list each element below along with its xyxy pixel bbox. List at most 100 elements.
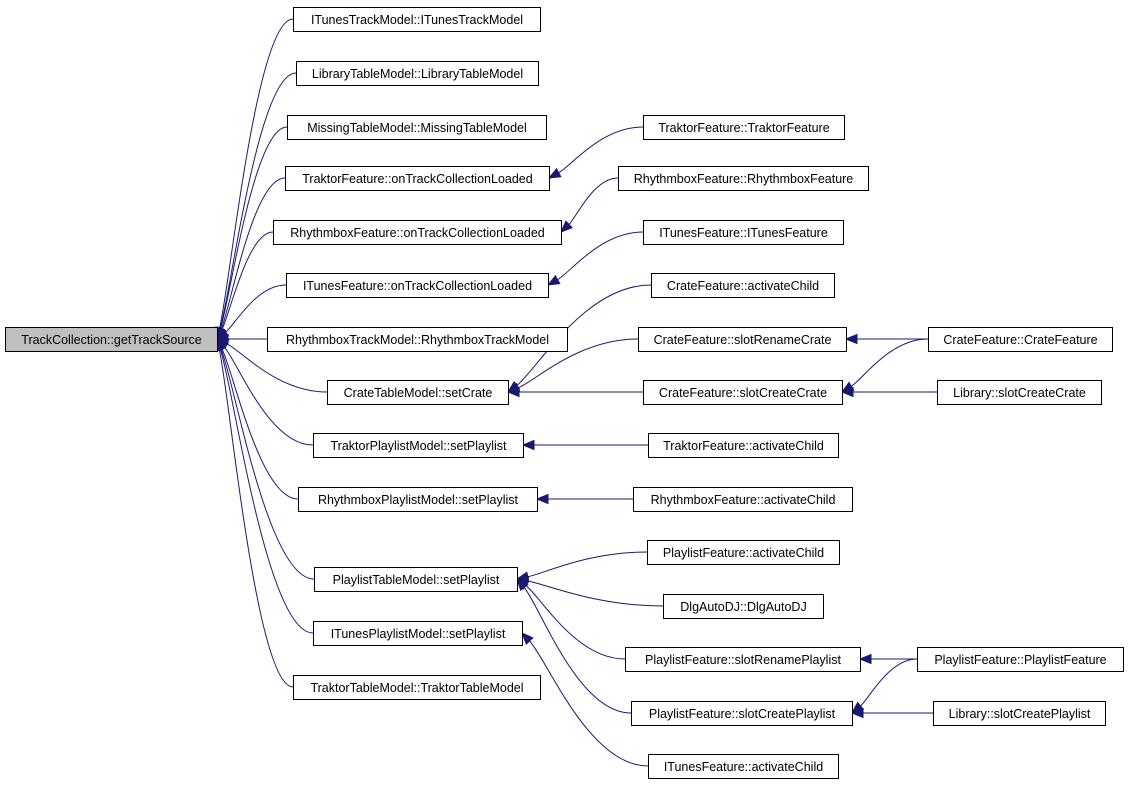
node-traktortablemodel-traktortablemodel[interactable]: TraktorTableModel::TraktorTableModel [293, 675, 541, 700]
node-label: PlaylistFeature::PlaylistFeature [934, 653, 1106, 667]
node-box [287, 115, 547, 140]
node-label: ITunesPlaylistModel::setPlaylist [331, 627, 506, 641]
edge-line [851, 338, 929, 387]
arrowhead [840, 386, 854, 398]
node-rhythmboxfeature-ontrackcollectionloaded[interactable]: RhythmboxFeature::onTrackCollectionLoade… [273, 220, 562, 245]
edge-playlistfeature-slotrenameplaylist-to-playlisttablemodel-setplaylist [515, 578, 626, 660]
edge-line [219, 18, 294, 329]
node-label: RhythmboxFeature::onTrackCollectionLoade… [290, 226, 545, 240]
node-playlistfeature-playlistfeature[interactable]: PlaylistFeature::PlaylistFeature [917, 647, 1124, 672]
edge-traktorfeature-traktorfeature-to-traktorfeature-ontrackcollectionloaded [547, 126, 644, 179]
node-label: MissingTableModel::MissingTableModel [307, 121, 527, 135]
node-dlgautodj-dlgautodj[interactable]: DlgAutoDJ::DlgAutoDJ [663, 594, 824, 619]
node-box [285, 166, 550, 191]
node-cratefeature-activatechild[interactable]: CrateFeature::activateChild [651, 273, 835, 298]
node-rhythmboxtrackmodel-rhythmboxtrackmodel[interactable]: RhythmboxTrackModel::RhythmboxTrackModel [267, 327, 568, 352]
edge-rhythmboxplaylistmodel-setplaylist-to-trackcollection-gettracksource [216, 337, 299, 500]
node-label: Library::slotCreatePlaylist [949, 707, 1091, 721]
node-box [298, 487, 538, 512]
node-box [625, 647, 861, 672]
edge-dlgautodj-dlgautodj-to-playlisttablemodel-setplaylist [515, 575, 664, 607]
edge-line [529, 640, 649, 767]
arrowhead [844, 333, 858, 345]
node-library-slotcreateplaylist[interactable]: Library::slotCreatePlaylist [933, 701, 1106, 726]
node-box [917, 647, 1124, 672]
arrowhead [516, 577, 529, 592]
node-playlistfeature-slotcreateplaylist[interactable]: PlaylistFeature::slotCreatePlaylist [631, 701, 853, 726]
node-traktorfeature-activatechild[interactable]: TraktorFeature::activateChild [648, 433, 839, 458]
node-itunesplaylistmodel-setplaylist[interactable]: ITunesPlaylistModel::setPlaylist [313, 621, 523, 646]
node-label: RhythmboxFeature::RhythmboxFeature [634, 172, 854, 186]
node-library-slotcreatecrate[interactable]: Library::slotCreateCrate [937, 380, 1102, 405]
node-cratefeature-cratefeature[interactable]: CrateFeature::CrateFeature [928, 327, 1113, 352]
arrowhead [535, 493, 549, 505]
node-box [933, 701, 1106, 726]
nodes-layer: TrackCollection::getTrackSource ITunesTra… [5, 7, 1124, 779]
node-box [643, 380, 843, 405]
node-box [5, 327, 218, 352]
edge-line [557, 231, 644, 281]
edge-line [219, 126, 288, 329]
node-cratetablemodel-setcrate[interactable]: CrateTableModel::setCrate [327, 380, 509, 405]
edge-cratefeature-cratefeature-to-cratefeature-slotrenamecrate [844, 333, 928, 345]
node-box [928, 327, 1113, 352]
edge-line [221, 231, 274, 330]
node-rhythmboxfeature-activatechild[interactable]: RhythmboxFeature::activateChild [633, 487, 853, 512]
node-playlistfeature-slotrenameplaylist[interactable]: PlaylistFeature::slotRenamePlaylist [625, 647, 861, 672]
edge-library-slotcreatecrate-to-cratefeature-slotcreatecrate [840, 386, 937, 398]
edge-line [220, 349, 315, 580]
node-cratefeature-slotcreatecrate[interactable]: CrateFeature::slotCreateCrate [643, 380, 843, 405]
node-box [643, 115, 845, 140]
node-box [313, 621, 523, 646]
node-traktorfeature-traktorfeature[interactable]: TraktorFeature::TraktorFeature [643, 115, 845, 140]
edge-playlistfeature-slotcreateplaylist-to-playlisttablemodel-setplaylist [516, 577, 632, 714]
arrowhead [560, 220, 573, 233]
node-traktorplaylistmodel-setplaylist[interactable]: TraktorPlaylistModel::setPlaylist [313, 433, 524, 458]
node-box [286, 273, 549, 298]
node-box [633, 487, 853, 512]
edge-rhythmboxfeature-activatechild-to-rhythmboxplaylistmodel-setplaylist [535, 493, 633, 505]
node-box [327, 380, 509, 405]
node-trackcollection-gettracksource[interactable]: TrackCollection::getTrackSource [5, 327, 218, 352]
node-rhythmboxplaylistmodel-setplaylist[interactable]: RhythmboxPlaylistModel::setPlaylist [298, 487, 538, 512]
node-missingtablemodel-missingtablemodel[interactable]: MissingTableModel::MissingTableModel [287, 115, 547, 140]
node-box [313, 433, 524, 458]
edges-layer [214, 18, 937, 767]
node-librarytablemodel-librarytablemodel[interactable]: LibraryTableModel::LibraryTableModel [296, 61, 539, 86]
node-label: CrateFeature::slotRenameCrate [654, 333, 832, 347]
node-box [663, 594, 824, 619]
edge-line [523, 587, 632, 714]
edge-itunesfeature-activatechild-to-itunesplaylistmodel-setplaylist [521, 632, 649, 767]
node-label: PlaylistFeature::slotCreatePlaylist [649, 707, 836, 721]
node-box [267, 327, 568, 352]
node-label: RhythmboxTrackModel::RhythmboxTrackModel [286, 333, 549, 347]
node-itunestrackmodel-itunestrackmodel[interactable]: ITunesTrackModel::ITunesTrackModel [293, 7, 541, 32]
node-traktorfeature-ontrackcollectionloaded[interactable]: TraktorFeature::onTrackCollectionLoaded [285, 166, 550, 191]
node-rhythmboxfeature-rhythmboxfeature[interactable]: RhythmboxFeature::RhythmboxFeature [618, 166, 869, 191]
node-itunesfeature-activatechild[interactable]: ITunesFeature::activateChild [648, 754, 839, 779]
edge-line [224, 346, 314, 446]
node-label: CrateTableModel::setCrate [344, 386, 493, 400]
node-itunesfeature-itunesfeature[interactable]: ITunesFeature::ITunesFeature [643, 220, 844, 245]
edge-line [525, 585, 626, 660]
node-box [293, 675, 541, 700]
edge-line [226, 343, 328, 393]
node-label: LibraryTableModel::LibraryTableModel [312, 67, 523, 81]
node-box [273, 220, 562, 245]
node-playlistfeature-activatechild[interactable]: PlaylistFeature::activateChild [647, 540, 840, 565]
edge-itunesfeature-itunesfeature-to-itunesfeature-ontrackcollectionloaded [546, 231, 644, 286]
node-box [643, 220, 844, 245]
node-playlisttablemodel-setplaylist[interactable]: PlaylistTableModel::setPlaylist [314, 567, 518, 592]
edge-line [221, 348, 299, 500]
node-itunesfeature-ontrackcollectionloaded[interactable]: ITunesFeature::onTrackCollectionLoaded [286, 273, 549, 298]
arrowhead [546, 274, 561, 286]
node-label: Library::slotCreateCrate [953, 386, 1086, 400]
edge-traktorfeature-activatechild-to-traktorplaylistmodel-setplaylist [521, 439, 648, 451]
edge-line [225, 284, 287, 333]
edge-line [860, 658, 918, 707]
node-cratefeature-slotrenamecrate[interactable]: CrateFeature::slotRenameCrate [638, 327, 847, 352]
arrowhead [521, 439, 535, 451]
node-label: TraktorFeature::TraktorFeature [658, 121, 829, 135]
node-box [651, 273, 835, 298]
